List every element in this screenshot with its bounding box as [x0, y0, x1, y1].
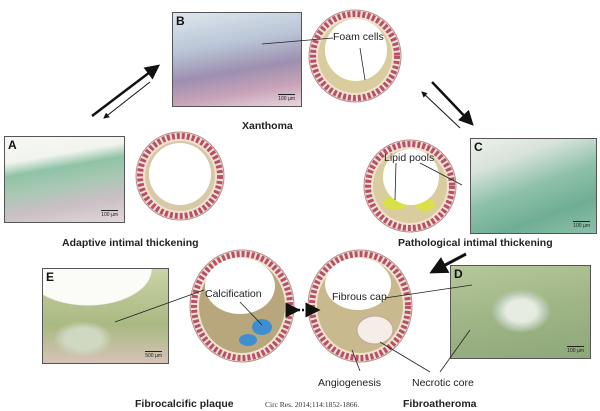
scale-bar: 100 µm: [573, 221, 590, 229]
histology-panel-b: B 100 µm: [172, 12, 302, 107]
scale-bar: 500 µm: [145, 351, 162, 359]
callout-angiogenesis: Angiogenesis: [318, 377, 382, 389]
stage-label-xanthoma: Xanthoma: [242, 120, 293, 132]
stage-label-adaptive: Adaptive intimal thickening: [62, 237, 199, 249]
vessel-fibrocalcific: [189, 249, 295, 363]
citation: Circ Res. 2014;114:1852-1866.: [265, 400, 360, 409]
panel-letter: A: [8, 138, 17, 152]
histology-panel-e: E 500 µm: [42, 268, 169, 364]
arrow-adaptive-xanthoma: [91, 64, 160, 119]
scale-bar: 100 µm: [567, 346, 584, 354]
scale-bar: 100 µm: [278, 94, 295, 102]
vessel-fibroatheroma: [307, 249, 413, 363]
callout-calcification: Calcification: [205, 288, 262, 300]
vessel-pathological: [363, 139, 457, 233]
histology-panel-d: D 100 µm: [450, 265, 591, 359]
scale-bar: 100 µm: [101, 210, 118, 218]
arrow-pathological-fibroatheroma: [429, 252, 467, 274]
panel-letter: C: [474, 140, 483, 154]
callout-fibrous-cap: Fibrous cap: [332, 291, 387, 303]
stage-label-fibroatheroma: Fibroatheroma: [403, 398, 477, 410]
callout-foam-cells: Foam cells: [333, 31, 384, 43]
stage-label-pathological: Pathological intimal thickening: [398, 237, 553, 249]
callout-necrotic-core: Necrotic core: [412, 377, 474, 389]
callout-lipid-pools: Lipid pools: [384, 152, 435, 164]
leader-lines: [114, 37, 473, 373]
panel-letter: B: [176, 14, 185, 28]
panel-letter: E: [46, 270, 55, 284]
histology-panel-a: A 100 µm: [4, 136, 125, 223]
vessel-xanthoma: [308, 9, 402, 103]
arrow-xanthoma-pathological: [421, 81, 474, 129]
panel-letter: D: [454, 267, 463, 281]
stage-label-fibrocalcific: Fibrocalcific plaque: [135, 398, 234, 410]
vessel-adaptive: [135, 131, 225, 221]
histology-panel-c: C 100 µm: [470, 138, 597, 234]
